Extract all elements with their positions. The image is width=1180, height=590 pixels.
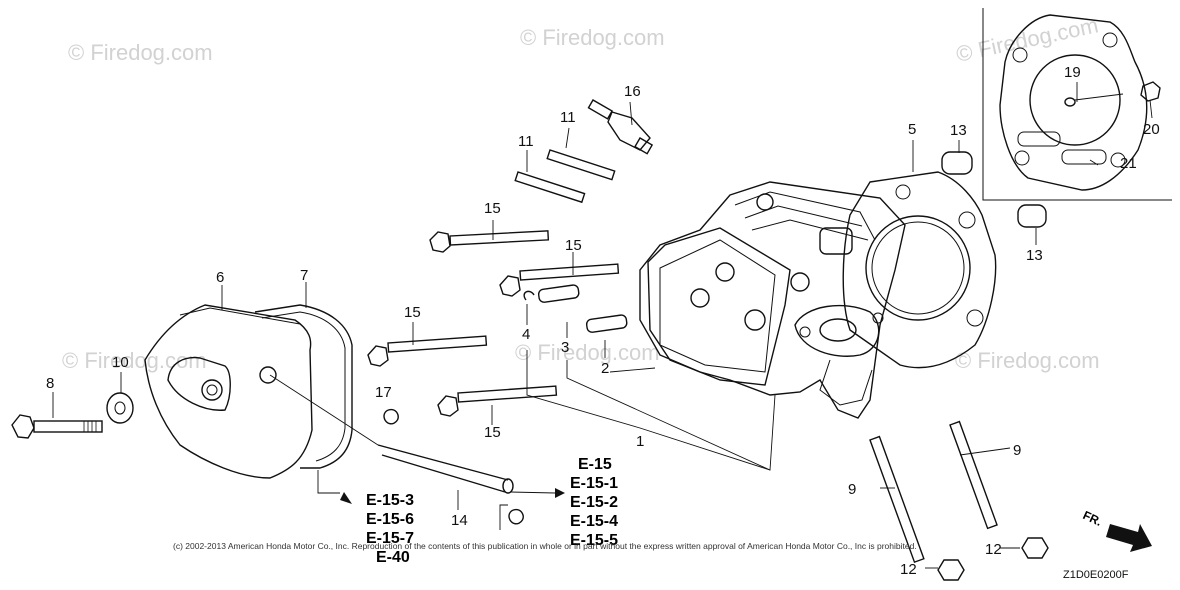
callout-4: 4 (522, 326, 530, 343)
front-arrow-icon: FR. (1081, 508, 1152, 552)
watermark: © Firedog.com (68, 40, 213, 65)
callout-3: 3 (561, 339, 569, 356)
section-reference: E-15-6 (366, 511, 414, 528)
callout-12: 12 (900, 561, 917, 578)
callout-15: 15 (565, 237, 582, 254)
section-reference: E-15-5 (570, 532, 618, 549)
gasket-inset (982, 8, 1172, 201)
callout-13: 13 (950, 122, 967, 139)
head-cover (144, 304, 313, 479)
section-reference: E-15 (578, 456, 612, 473)
callout-8: 8 (46, 375, 54, 392)
section-reference: E-15-3 (366, 492, 414, 509)
callout-17: 17 (375, 384, 392, 401)
section-reference: E-15-1 (570, 475, 618, 492)
callout-7: 7 (300, 267, 308, 284)
copyright-notice: (c) 2002-2013 American Honda Motor Co., … (173, 541, 917, 551)
section-reference: E-15-7 (366, 530, 414, 547)
callout-20: 20 (1143, 121, 1160, 138)
callout-15: 15 (484, 424, 501, 441)
callout-13: 13 (1026, 247, 1043, 264)
callout-numbers: 16 11 11 5 13 13 19 20 21 15 15 15 15 4 … (46, 64, 1160, 578)
watermark: © Firedog.com (62, 348, 207, 373)
callout-19: 19 (1064, 64, 1081, 81)
callout-11: 11 (560, 109, 576, 126)
head-gasket (842, 171, 997, 369)
diagram-code: Z1D0E0200F (1063, 569, 1129, 581)
callout-1: 1 (636, 433, 644, 450)
callout-10: 10 (112, 354, 129, 371)
callout-14: 14 (451, 512, 468, 529)
leader-lines (52, 82, 1153, 569)
callout-21: 21 (1120, 155, 1137, 172)
callout-16: 16 (624, 83, 641, 100)
watermark: © Firedog.com (515, 340, 660, 365)
cylinder-head (639, 181, 906, 419)
callout-5: 5 (908, 121, 916, 138)
callout-9: 9 (848, 481, 856, 498)
callout-12: 12 (985, 541, 1002, 558)
bolt-15 (367, 230, 620, 417)
spark-plug (587, 99, 654, 155)
callout-15: 15 (484, 200, 501, 217)
callout-11: 11 (518, 133, 534, 150)
breather-tube (269, 374, 514, 494)
callout-6: 6 (216, 269, 224, 286)
callout-9: 9 (1013, 442, 1021, 459)
callout-2: 2 (601, 360, 609, 377)
head-cover-gasket (254, 304, 353, 469)
section-references-right: E-15 E-15-1 E-15-2 E-15-4 E-15-5 (570, 456, 618, 549)
section-references-left: E-15-3 E-15-6 E-15-7 E-40 (366, 492, 414, 566)
callout-15: 15 (404, 304, 421, 321)
bolt-8 (11, 414, 103, 439)
section-reference: E-15-4 (570, 513, 618, 530)
section-reference: E-15-2 (570, 494, 618, 511)
watermark: © Firedog.com (954, 12, 1101, 67)
section-reference: E-40 (376, 549, 410, 566)
dowel-pins (523, 151, 1047, 333)
watermark: © Firedog.com (520, 25, 665, 50)
clip-17 (383, 408, 524, 525)
stud-9 (869, 420, 998, 564)
front-label: FR. (1081, 508, 1104, 529)
washer-10 (106, 392, 134, 424)
nut-12 (937, 537, 1049, 581)
watermark: © Firedog.com (955, 348, 1100, 373)
stud-11 (514, 149, 616, 204)
